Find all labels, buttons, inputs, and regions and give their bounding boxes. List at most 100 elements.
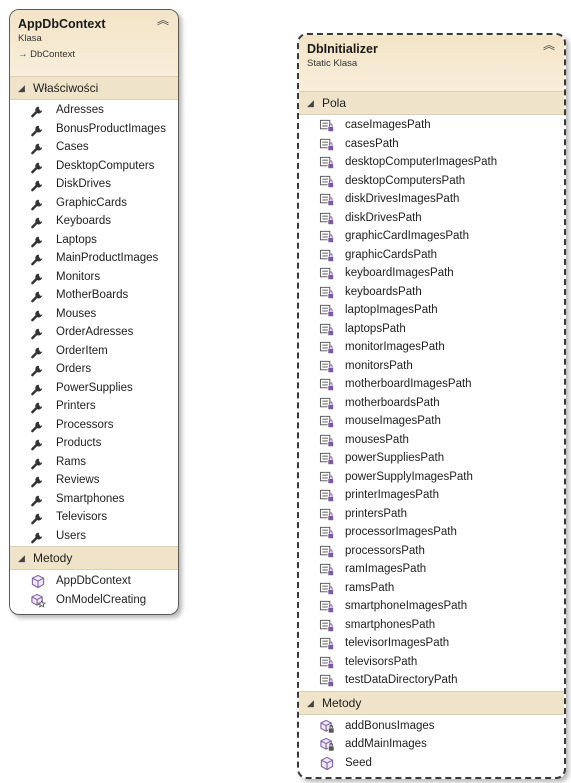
wrench-icon <box>30 196 46 211</box>
field-row[interactable]: keyboardImagesPath <box>299 264 564 283</box>
field-row[interactable]: diskDrivesImagesPath <box>299 190 564 209</box>
property-row[interactable]: Products <box>10 434 178 453</box>
property-row[interactable]: MotherBoards <box>10 286 178 305</box>
section-fields[interactable]: ◢ Pola <box>299 91 564 115</box>
field-row[interactable]: casesPath <box>299 135 564 154</box>
field-row[interactable]: testDataDirectoryPath <box>299 671 564 690</box>
method-icon <box>319 756 335 771</box>
property-row[interactable]: PowerSupplies <box>10 379 178 398</box>
collapse-icon[interactable]: ︽ <box>156 13 169 27</box>
method-row[interactable]: AppDbContext <box>10 572 178 591</box>
field-row[interactable]: diskDrivesPath <box>299 209 564 228</box>
property-row[interactable]: Rams <box>10 453 178 472</box>
field-row[interactable]: laptopsPath <box>299 320 564 339</box>
member-name: mouseImagesPath <box>345 415 441 427</box>
field-icon <box>319 174 335 189</box>
method-row[interactable]: OnModelCreating <box>10 591 178 610</box>
member-name: televisorImagesPath <box>345 637 450 649</box>
member-name: Reviews <box>56 474 100 486</box>
member-name: OnModelCreating <box>56 593 147 606</box>
field-row[interactable]: laptopImagesPath <box>299 301 564 320</box>
field-row[interactable]: smartphonesPath <box>299 616 564 635</box>
property-row[interactable]: OrderAdresses <box>10 323 178 342</box>
field-row[interactable]: televisorsPath <box>299 653 564 672</box>
property-row[interactable]: Mouses <box>10 305 178 324</box>
field-row[interactable]: motherboardsPath <box>299 394 564 413</box>
property-row[interactable]: Cases <box>10 138 178 157</box>
section-toggle-icon[interactable]: ◢ <box>307 98 314 108</box>
field-row[interactable]: desktopComputersPath <box>299 172 564 191</box>
member-name: DesktopComputers <box>56 159 155 172</box>
property-row[interactable]: OrderItem <box>10 342 178 361</box>
field-row[interactable]: motherboardImagesPath <box>299 375 564 394</box>
section-label: Właściwości <box>33 81 99 95</box>
section-toggle-icon[interactable]: ◢ <box>18 83 25 93</box>
field-icon <box>319 581 335 596</box>
property-row[interactable]: Printers <box>10 397 178 416</box>
method-row[interactable]: addBonusImages <box>299 717 564 736</box>
field-row[interactable]: printersPath <box>299 505 564 524</box>
field-row[interactable]: printerImagesPath <box>299 486 564 505</box>
field-row[interactable]: graphicCardImagesPath <box>299 227 564 246</box>
property-row[interactable]: Adresses <box>10 101 178 120</box>
property-row[interactable]: Keyboards <box>10 212 178 231</box>
section-methods[interactable]: ◢ Metody <box>10 546 178 570</box>
class-header[interactable]: DbInitializer Static Klasa ︽ <box>299 35 564 91</box>
property-row[interactable]: Monitors <box>10 268 178 287</box>
property-row[interactable]: BonusProductImages <box>10 120 178 139</box>
field-icon <box>319 303 335 318</box>
wrench-icon <box>30 473 46 488</box>
section-toggle-icon[interactable]: ◢ <box>18 553 25 563</box>
section-methods[interactable]: ◢ Metody <box>299 690 564 715</box>
field-row[interactable]: caseImagesPath <box>299 116 564 135</box>
member-name: Smartphones <box>56 492 125 505</box>
field-icon <box>319 414 335 429</box>
member-name: casesPath <box>345 137 399 150</box>
field-row[interactable]: monitorImagesPath <box>299 338 564 357</box>
property-row[interactable]: Smartphones <box>10 490 178 509</box>
property-row[interactable]: MainProductImages <box>10 249 178 268</box>
property-row[interactable]: DesktopComputers <box>10 157 178 176</box>
field-row[interactable]: televisorImagesPath <box>299 634 564 653</box>
member-name: Cases <box>56 141 89 153</box>
field-row[interactable]: keyboardsPath <box>299 283 564 302</box>
property-row[interactable]: GraphicCards <box>10 194 178 213</box>
field-row[interactable]: smartphoneImagesPath <box>299 597 564 616</box>
property-row[interactable]: Processors <box>10 416 178 435</box>
field-row[interactable]: processorsPath <box>299 542 564 561</box>
field-row[interactable]: mouseImagesPath <box>299 412 564 431</box>
field-row[interactable]: mousesPath <box>299 431 564 450</box>
protected-override-method-icon <box>30 593 47 608</box>
class-box-appdbcontext[interactable]: AppDbContext Klasa → DbContext ︽ ◢ Właśc… <box>9 9 179 615</box>
field-row[interactable]: monitorsPath <box>299 357 564 376</box>
field-row[interactable]: powerSuppliesPath <box>299 449 564 468</box>
property-row[interactable]: Users <box>10 527 178 546</box>
field-row[interactable]: desktopComputerImagesPath <box>299 153 564 172</box>
collapse-icon[interactable]: ︽ <box>542 38 555 52</box>
field-row[interactable]: graphicCardsPath <box>299 246 564 265</box>
property-row[interactable]: DiskDrives <box>10 175 178 194</box>
field-row[interactable]: processorImagesPath <box>299 523 564 542</box>
field-icon <box>319 673 335 688</box>
field-icon <box>319 433 335 448</box>
field-row[interactable]: powerSupplyImagesPath <box>299 468 564 487</box>
field-icon <box>319 118 335 133</box>
section-properties[interactable]: ◢ Właściwości <box>10 76 178 100</box>
property-row[interactable]: Reviews <box>10 471 178 490</box>
method-row[interactable]: addMainImages <box>299 735 564 754</box>
field-icon <box>319 562 335 577</box>
member-name: ramsPath <box>345 581 395 594</box>
field-row[interactable]: ramImagesPath <box>299 560 564 579</box>
class-header[interactable]: AppDbContext Klasa → DbContext ︽ <box>10 10 178 76</box>
field-row[interactable]: ramsPath <box>299 579 564 598</box>
property-row[interactable]: Televisors <box>10 508 178 527</box>
member-name: smartphonesPath <box>345 618 436 631</box>
class-box-dbinitializer[interactable]: DbInitializer Static Klasa ︽ ◢ Pola case… <box>297 33 566 779</box>
member-name: caseImagesPath <box>345 119 431 131</box>
property-row[interactable]: Laptops <box>10 231 178 250</box>
section-label: Metody <box>33 551 73 565</box>
property-row[interactable]: Orders <box>10 360 178 379</box>
member-name: mousesPath <box>345 433 409 446</box>
section-toggle-icon[interactable]: ◢ <box>307 697 314 708</box>
method-row[interactable]: Seed <box>299 754 564 773</box>
